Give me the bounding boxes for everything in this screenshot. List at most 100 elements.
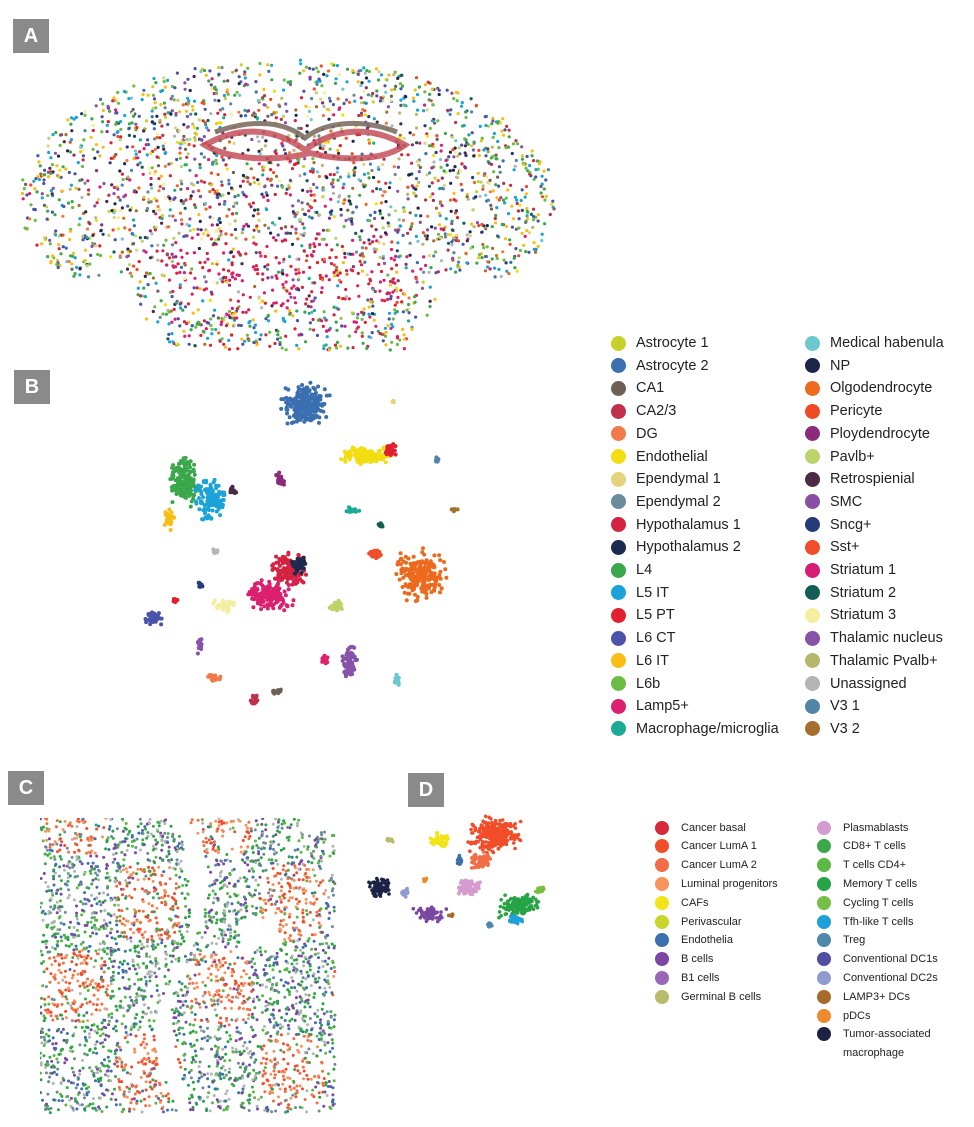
cell-point	[145, 206, 150, 211]
cell-point	[285, 306, 289, 310]
cell-point	[349, 202, 353, 206]
cell-point	[442, 560, 446, 564]
cell-point	[169, 162, 173, 166]
cell-point	[426, 214, 430, 218]
cell-point	[485, 224, 489, 228]
cell-point	[434, 271, 438, 275]
cell-point	[526, 217, 530, 221]
legend-label: Medical habenula	[830, 335, 944, 351]
cell-point	[263, 185, 267, 189]
cell-point	[218, 961, 222, 965]
cell-point	[88, 222, 92, 226]
cell-point	[264, 333, 268, 337]
cell-point	[263, 301, 267, 305]
cell-point	[183, 87, 187, 91]
cell-point	[207, 1064, 211, 1068]
cell-point	[414, 126, 419, 130]
cell-point	[484, 193, 488, 197]
cell-point	[279, 406, 284, 411]
cell-point	[72, 274, 76, 278]
cell-point	[486, 260, 490, 264]
cell-point	[185, 155, 189, 159]
cell-point	[372, 117, 376, 121]
cell-point	[48, 166, 52, 170]
cell-point	[258, 337, 262, 341]
cell-point	[117, 971, 121, 975]
cell-point	[117, 987, 121, 991]
cell-point	[493, 275, 497, 279]
cell-point	[475, 221, 479, 225]
cell-point	[336, 273, 340, 277]
cell-point	[244, 237, 248, 241]
cell-point	[268, 1020, 272, 1024]
cell-point	[176, 140, 180, 144]
cell-point	[523, 195, 527, 199]
cell-point	[421, 546, 425, 551]
cell-point	[251, 957, 255, 961]
cell-point	[195, 286, 199, 290]
cell-point	[42, 178, 46, 182]
cell-point	[367, 335, 371, 339]
cell-point	[278, 597, 282, 602]
cell-point	[337, 107, 341, 111]
cell-point	[291, 204, 295, 208]
cell-point	[491, 189, 495, 193]
cell-point	[270, 183, 274, 187]
cell-point	[413, 295, 417, 299]
cell-point	[209, 112, 213, 116]
cell-point	[293, 119, 297, 123]
cell-point	[148, 955, 152, 959]
cell-point	[221, 498, 226, 502]
cell-point	[285, 421, 290, 426]
cell-point	[315, 402, 320, 407]
cell-point	[153, 122, 157, 126]
cell-point	[393, 70, 397, 74]
cell-point	[400, 153, 404, 157]
cell-point	[363, 320, 367, 324]
cell-point	[315, 333, 319, 337]
cell-point	[184, 109, 188, 113]
cell-point	[153, 169, 157, 174]
cell-point	[215, 153, 219, 158]
cell-point	[373, 210, 377, 214]
cell-point	[297, 414, 302, 419]
cell-point	[284, 980, 288, 984]
legend-label: Ependymal 2	[636, 493, 721, 510]
cell-point	[410, 222, 414, 226]
legend-swatch	[805, 471, 820, 487]
cell-point	[308, 77, 312, 81]
cell-point	[80, 112, 84, 116]
cell-point	[36, 175, 40, 179]
cell-point	[414, 315, 418, 319]
cell-point	[370, 270, 374, 274]
cell-point	[209, 171, 213, 175]
cell-point	[480, 136, 484, 140]
cell-point	[179, 165, 183, 169]
cell-point	[170, 84, 175, 89]
cell-point	[219, 121, 223, 125]
cell-point	[443, 235, 448, 239]
cell-point	[338, 72, 342, 76]
cell-point	[259, 578, 264, 583]
legend-label: CA2/3	[636, 403, 677, 420]
cell-point	[290, 225, 294, 229]
legend-swatch	[611, 380, 626, 396]
cell-point	[395, 289, 399, 293]
cell-point	[532, 207, 536, 211]
cell-point	[159, 883, 163, 887]
legend-item: Olgodendrocyte	[805, 377, 932, 399]
cell-point	[377, 554, 381, 559]
cell-point	[47, 889, 51, 893]
cell-point	[196, 232, 200, 237]
cell-point	[287, 415, 292, 420]
cell-point	[362, 162, 366, 167]
cell-point	[439, 586, 444, 591]
cell-point	[372, 234, 376, 238]
cell-point	[430, 181, 434, 185]
legend-label: L6 IT	[636, 652, 670, 669]
cell-point	[181, 1003, 185, 1007]
cell-point	[257, 296, 261, 300]
cell-point	[508, 238, 512, 242]
cell-point	[221, 107, 225, 111]
cell-point	[423, 103, 427, 107]
